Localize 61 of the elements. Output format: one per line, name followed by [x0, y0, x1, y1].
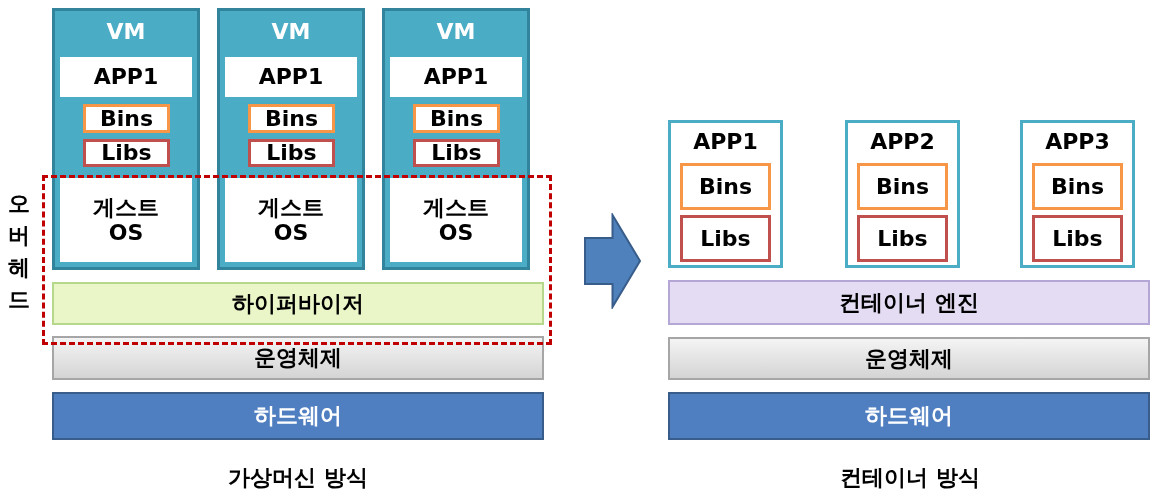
libs-box	[83, 139, 170, 167]
layer-label: Libs	[700, 225, 751, 252]
hardware-bar	[668, 392, 1150, 440]
libs-box	[680, 215, 771, 262]
layer-label: 게스트 OS	[257, 194, 325, 246]
container-box	[1020, 120, 1135, 268]
layer-label: Libs	[101, 140, 152, 166]
layer-label: Bins	[99, 105, 154, 132]
container-engine-bar	[668, 280, 1150, 325]
layer-label: 하드웨어	[865, 403, 953, 429]
layer-label: Libs	[431, 140, 482, 166]
bins-box	[680, 163, 771, 210]
layer-label: Libs	[877, 225, 928, 252]
layer-box	[390, 57, 522, 97]
os-bar	[52, 336, 544, 380]
bins-box	[857, 163, 948, 210]
layer-label: Libs	[266, 140, 317, 166]
layer-label: APP3	[1045, 129, 1110, 155]
layer-box	[225, 57, 357, 97]
vertical-label: 오버헤드	[7, 190, 31, 314]
layer-label: Bins	[264, 105, 319, 132]
libs-box	[413, 139, 500, 167]
caption: 가상머신 방식	[228, 464, 368, 492]
libs-box	[1032, 215, 1123, 262]
layer-label: VM	[271, 19, 311, 45]
caption: 컨테이너 방식	[840, 464, 980, 492]
layer-label: 컨테이너 엔진	[839, 289, 979, 316]
layer-label: 게스트 OS	[92, 194, 160, 246]
layer-label: APP1	[693, 129, 758, 155]
layer-label: Bins	[875, 173, 930, 200]
hypervisor-bar	[52, 282, 544, 325]
layer-box	[390, 178, 522, 262]
layer-box	[225, 178, 357, 262]
layer-label: 게스트 OS	[422, 194, 490, 246]
bins-box	[83, 104, 170, 133]
container-box	[845, 120, 960, 268]
layer-label: 하이퍼바이저	[232, 290, 364, 317]
layer-label: Bins	[698, 173, 753, 200]
layer-label: Bins	[1050, 173, 1105, 200]
libs-box	[857, 215, 948, 262]
container-box	[668, 120, 783, 268]
layer-label: Bins	[429, 105, 484, 132]
layer-label: 운영체제	[254, 345, 342, 371]
layer-label: APP1	[423, 64, 489, 90]
os-bar	[668, 337, 1150, 380]
layer-label: VM	[436, 19, 476, 45]
layer-label: VM	[106, 19, 146, 45]
layer-label: APP1	[93, 64, 159, 90]
layer-box	[60, 178, 192, 262]
layer-label: 운영체제	[865, 345, 953, 372]
hardware-bar	[52, 392, 544, 440]
layer-label: Libs	[1052, 225, 1103, 252]
bins-box	[413, 104, 500, 133]
layer-box	[60, 57, 192, 97]
bins-box	[248, 104, 335, 133]
block-arrow	[584, 213, 642, 309]
layer-label: 하드웨어	[254, 403, 342, 429]
bins-box	[1032, 163, 1123, 210]
libs-box	[248, 139, 335, 167]
layer-label: APP2	[870, 129, 935, 155]
layer-label: APP1	[258, 64, 324, 90]
